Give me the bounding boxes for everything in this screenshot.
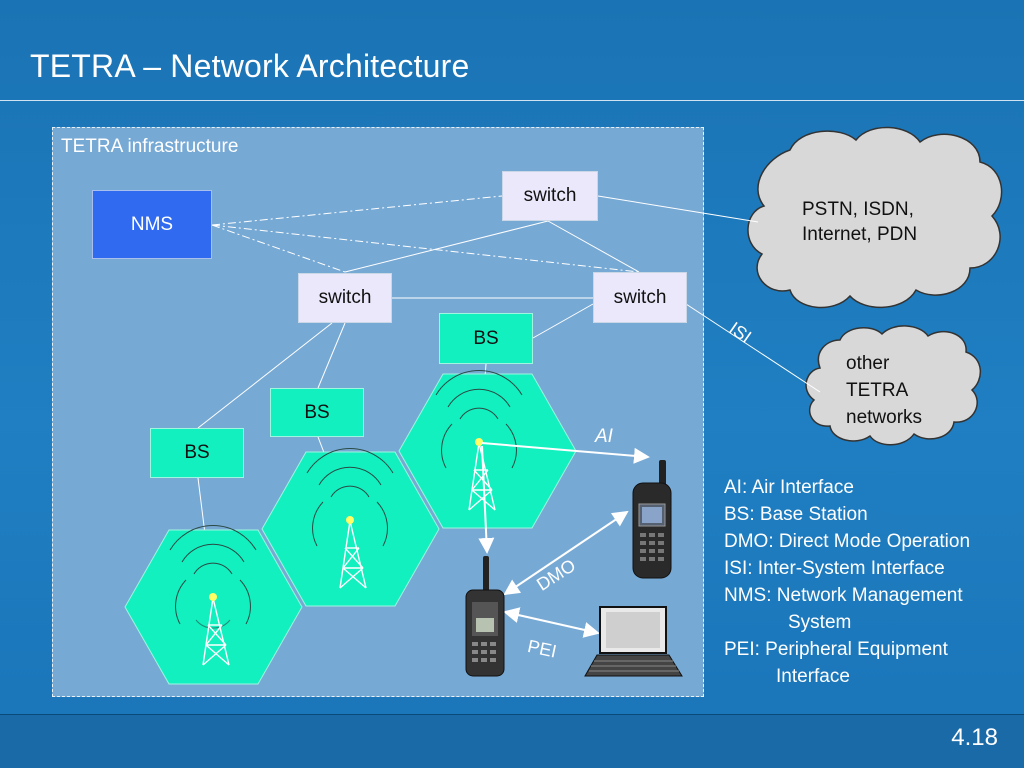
ai-label: AI	[595, 426, 613, 447]
pei-arrow	[503, 607, 600, 638]
legend: AI: Air Interface BS: Base Station DMO: …	[724, 474, 970, 690]
tower-3	[202, 597, 230, 666]
bs-node-1: BS	[439, 313, 533, 364]
legend-pei-continued: Interface	[776, 666, 850, 687]
tower-2	[339, 520, 367, 589]
handheld-radio-icon	[465, 556, 505, 677]
handset-phone-icon	[632, 460, 672, 579]
ai-arrow	[481, 442, 650, 464]
legend-nms: NMS: Network Management	[724, 585, 963, 606]
pstn-cloud	[747, 126, 1003, 309]
nms-link-switch-right	[211, 224, 640, 273]
tower-to-handset-arrow	[478, 445, 495, 554]
title-divider	[0, 100, 1024, 101]
switch-top-node: switch	[502, 171, 598, 221]
slide-title: TETRA – Network Architecture	[30, 48, 470, 84]
laptop-icon	[584, 606, 683, 677]
legend-ai: AI: Air Interface	[724, 477, 854, 498]
footer-band	[0, 715, 1024, 768]
bs-node-2: BS	[270, 388, 364, 437]
switch-right-node: switch	[593, 272, 687, 323]
link-switch-top-switch-left	[344, 220, 549, 273]
other-tetra-line-1: other	[846, 353, 890, 374]
switch-left-node: switch	[298, 273, 392, 323]
bs-node-3: BS	[150, 428, 244, 478]
link-switch-right-bs1	[532, 303, 594, 339]
link-switch-top-switch-right	[547, 220, 640, 273]
other-tetra-cloud	[805, 325, 981, 446]
legend-dmo: DMO: Direct Mode Operation	[724, 531, 971, 552]
legend-pei: PEI: Peripheral Equipment	[724, 639, 948, 660]
cell-2	[261, 451, 440, 607]
nms-link-switch-top	[211, 195, 503, 226]
pstn-line-1: PSTN, ISDN,	[802, 199, 914, 220]
legend-nms-continued: System	[788, 612, 852, 633]
other-tetra-line-3: networks	[846, 407, 923, 428]
pstn-line-2: Internet, PDN	[802, 224, 918, 245]
pstn-cloud-label: PSTN, ISDN, Internet, PDN	[802, 197, 917, 247]
other-tetra-line-2: TETRA	[846, 380, 909, 401]
legend-isi: ISI: Inter-System Interface	[724, 558, 945, 579]
nms-link-switch-left	[211, 224, 346, 273]
dmo-arrow	[503, 510, 629, 596]
cell-3	[124, 529, 303, 685]
link-switch-right-other-tetra	[685, 303, 821, 393]
nms-node: NMS	[92, 190, 212, 259]
footer-divider	[0, 714, 1024, 715]
link-switch-left-bs3	[197, 322, 333, 429]
infrastructure-label: TETRA infrastructure	[61, 136, 239, 157]
page-number: 4.18	[951, 724, 998, 751]
other-tetra-cloud-label: other TETRA networks	[846, 350, 922, 431]
legend-bs: BS: Base Station	[724, 504, 868, 525]
link-switch-left-bs2	[317, 322, 346, 389]
link-switch-top-pstn	[597, 195, 759, 223]
